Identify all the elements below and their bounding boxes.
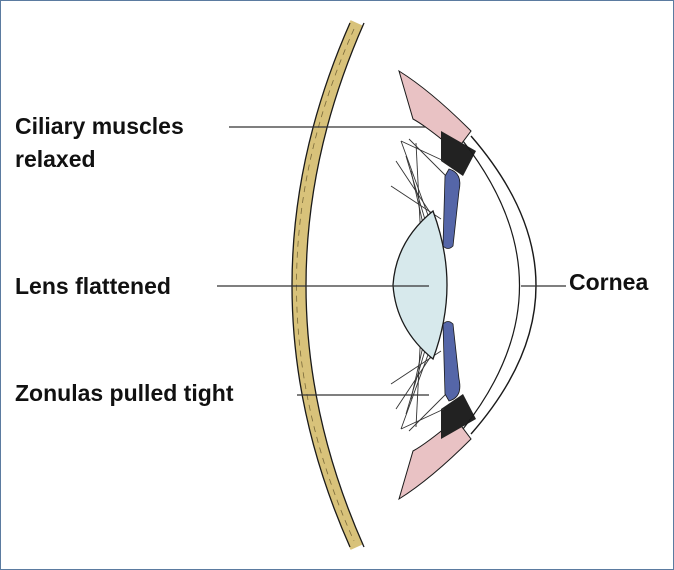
ciliary-muscle-top: [399, 71, 471, 151]
lens: [393, 211, 447, 359]
cornea: [471, 136, 536, 434]
sclera-inner-edge: [306, 23, 364, 547]
lens-label: Lens flattened: [15, 271, 171, 302]
cornea-label: Cornea: [569, 267, 648, 298]
sclera: [299, 23, 357, 547]
cornea-inner: [463, 141, 520, 429]
iris-bottom: [443, 322, 460, 402]
ciliary-label-line2: relaxed: [15, 144, 96, 175]
ciliary-muscle-bottom: [399, 419, 471, 499]
iris-top: [443, 169, 460, 249]
ciliary-label-line1: Ciliary muscles: [15, 111, 184, 142]
zonulas-label: Zonulas pulled tight: [15, 378, 233, 409]
